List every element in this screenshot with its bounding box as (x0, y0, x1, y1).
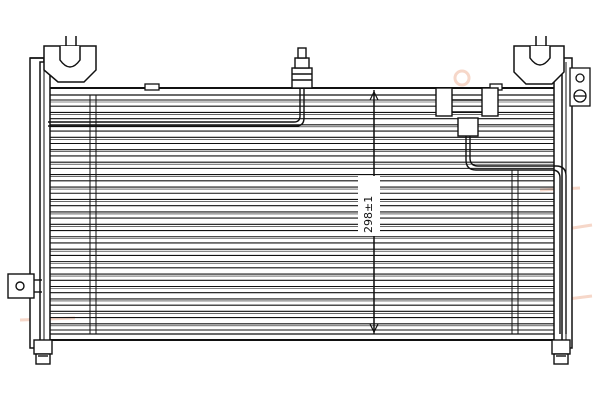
left-header-tank (29, 57, 51, 349)
right-bottom-foot (551, 339, 571, 365)
right-side-fitting (569, 67, 591, 107)
watermark (19, 69, 593, 322)
receiver-drier (435, 87, 567, 334)
right-top-bracket (513, 36, 565, 85)
dimension-label-bg (358, 176, 380, 236)
dimension-label: 298±1 (362, 196, 375, 233)
right-header-tank (553, 57, 573, 349)
left-bottom-foot (33, 339, 53, 365)
left-side-bracket (7, 273, 42, 299)
inlet-pipe (48, 47, 313, 127)
condenser-tubes (48, 99, 556, 331)
left-top-bracket (30, 36, 97, 83)
